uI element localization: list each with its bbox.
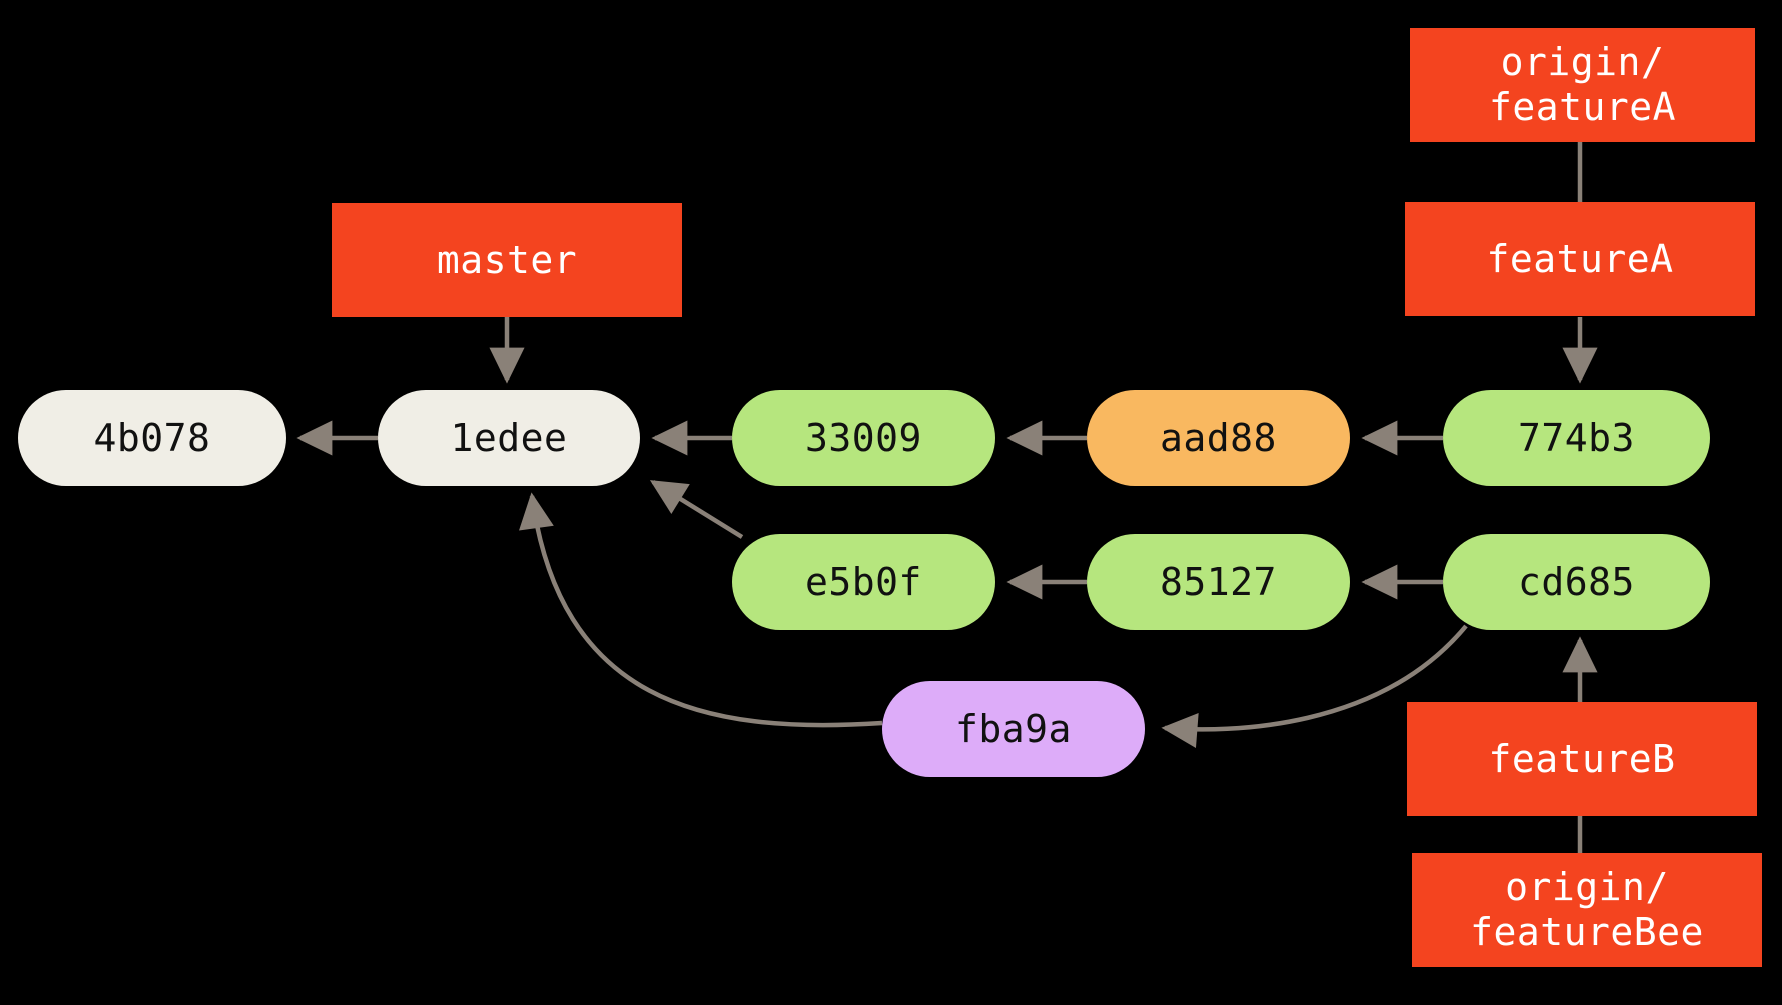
commit-node-aad88[interactable]: aad88 xyxy=(1087,390,1350,486)
branch-label-text: master xyxy=(436,237,578,282)
commit-label: e5b0f xyxy=(805,559,922,604)
commit-label: cd685 xyxy=(1518,559,1635,604)
commit-label: fba9a xyxy=(955,706,1072,751)
branch-label-text: origin/ featureBee xyxy=(1470,865,1704,954)
commit-node-33009[interactable]: 33009 xyxy=(732,390,995,486)
branch-label-master[interactable]: master xyxy=(332,203,682,317)
commit-node-85127[interactable]: 85127 xyxy=(1087,534,1350,630)
commit-label: 33009 xyxy=(805,415,922,460)
commit-label: 85127 xyxy=(1160,559,1277,604)
branch-label-text: origin/ featureA xyxy=(1488,40,1677,129)
commit-node-cd685[interactable]: cd685 xyxy=(1443,534,1710,630)
commit-label: 1edee xyxy=(450,415,568,460)
commit-node-1edee[interactable]: 1edee xyxy=(378,390,640,486)
branch-label-featureA[interactable]: featureA xyxy=(1405,202,1755,316)
commit-label: 774b3 xyxy=(1518,415,1635,460)
branch-label-text: featureB xyxy=(1488,736,1676,781)
commit-node-fba9a[interactable]: fba9a xyxy=(882,681,1145,777)
commit-node-774b3[interactable]: 774b3 xyxy=(1443,390,1710,486)
commit-label: 4b078 xyxy=(93,415,211,460)
commit-node-4b078[interactable]: 4b078 xyxy=(18,390,286,486)
branch-label-origin-featureBee[interactable]: origin/ featureBee xyxy=(1412,853,1762,967)
commit-node-e5b0f[interactable]: e5b0f xyxy=(732,534,995,630)
edge-e5b0f-to-1edee xyxy=(649,480,744,539)
branch-label-text: featureA xyxy=(1486,236,1674,281)
branch-label-featureB[interactable]: featureB xyxy=(1407,702,1757,816)
branch-label-origin-featureA[interactable]: origin/ featureA xyxy=(1410,28,1755,142)
commit-label: aad88 xyxy=(1160,415,1277,460)
